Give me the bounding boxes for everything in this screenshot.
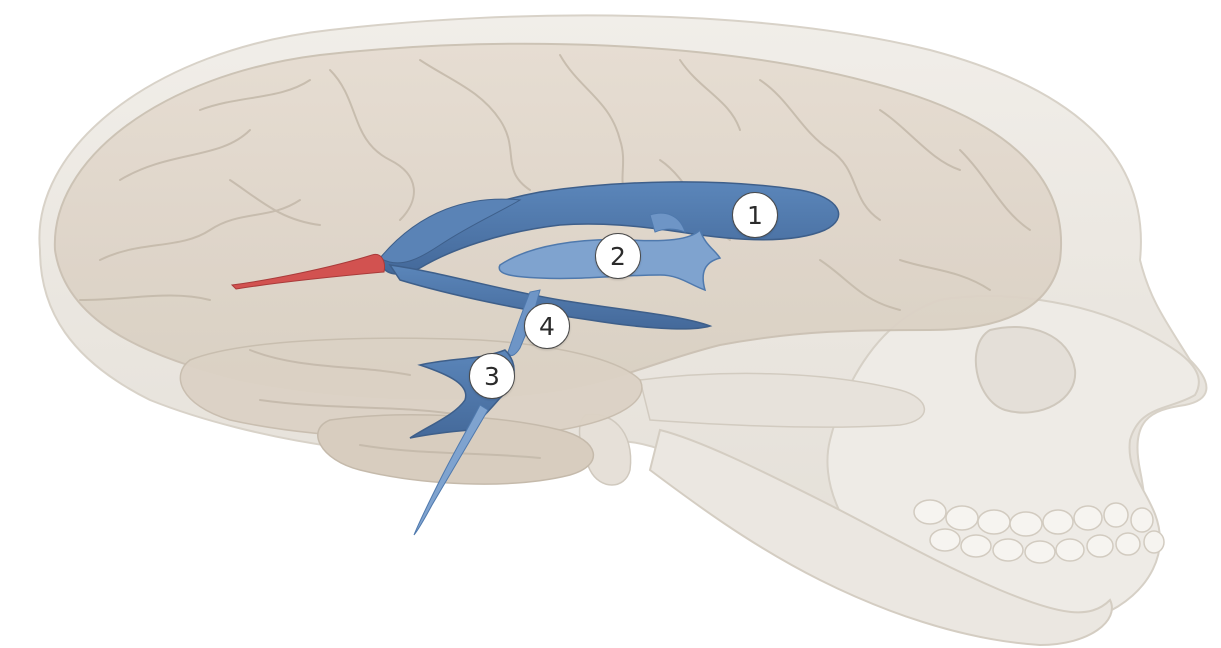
marker-1: 1 (732, 192, 778, 238)
marker-2: 2 (595, 233, 641, 279)
marker-3-label: 3 (484, 362, 500, 391)
marker-4-label: 4 (539, 312, 555, 341)
marker-3: 3 (469, 353, 515, 399)
marker-2-label: 2 (610, 242, 626, 271)
marker-4: 4 (524, 303, 570, 349)
marker-1-label: 1 (747, 201, 763, 230)
